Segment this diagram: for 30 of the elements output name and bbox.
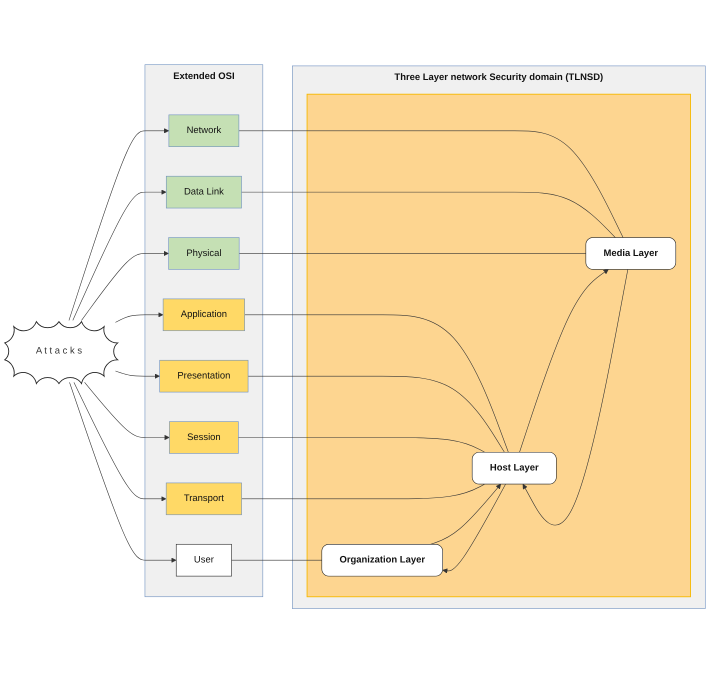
arrow	[115, 312, 164, 323]
arrow	[519, 269, 609, 452]
node-box: Application	[162, 298, 245, 331]
arrow	[68, 128, 170, 321]
arrow	[84, 382, 170, 440]
arrow	[74, 382, 166, 502]
connector	[238, 130, 624, 238]
node-box: Media Layer	[586, 237, 676, 270]
node-box: User	[176, 544, 232, 576]
connector	[241, 484, 486, 499]
arrow	[72, 189, 166, 321]
node-box: Transport	[166, 482, 242, 515]
node-box: Physical	[168, 237, 240, 270]
node-box: Session	[169, 421, 239, 454]
connector	[238, 437, 486, 452]
node-box: Organization Layer	[322, 544, 443, 576]
arrow	[442, 484, 506, 574]
node-box: Network	[168, 114, 240, 147]
arrow	[522, 268, 628, 526]
node-box: Data Link	[166, 176, 242, 208]
arrow	[81, 250, 169, 321]
connector	[248, 376, 505, 452]
connector	[238, 253, 586, 254]
node-box: Host Layer	[472, 452, 557, 484]
node-box: Presentation	[159, 360, 248, 392]
arrow	[69, 382, 176, 563]
arrow	[430, 484, 502, 544]
arrow	[115, 370, 160, 379]
connector	[241, 192, 616, 238]
connector	[244, 314, 509, 452]
